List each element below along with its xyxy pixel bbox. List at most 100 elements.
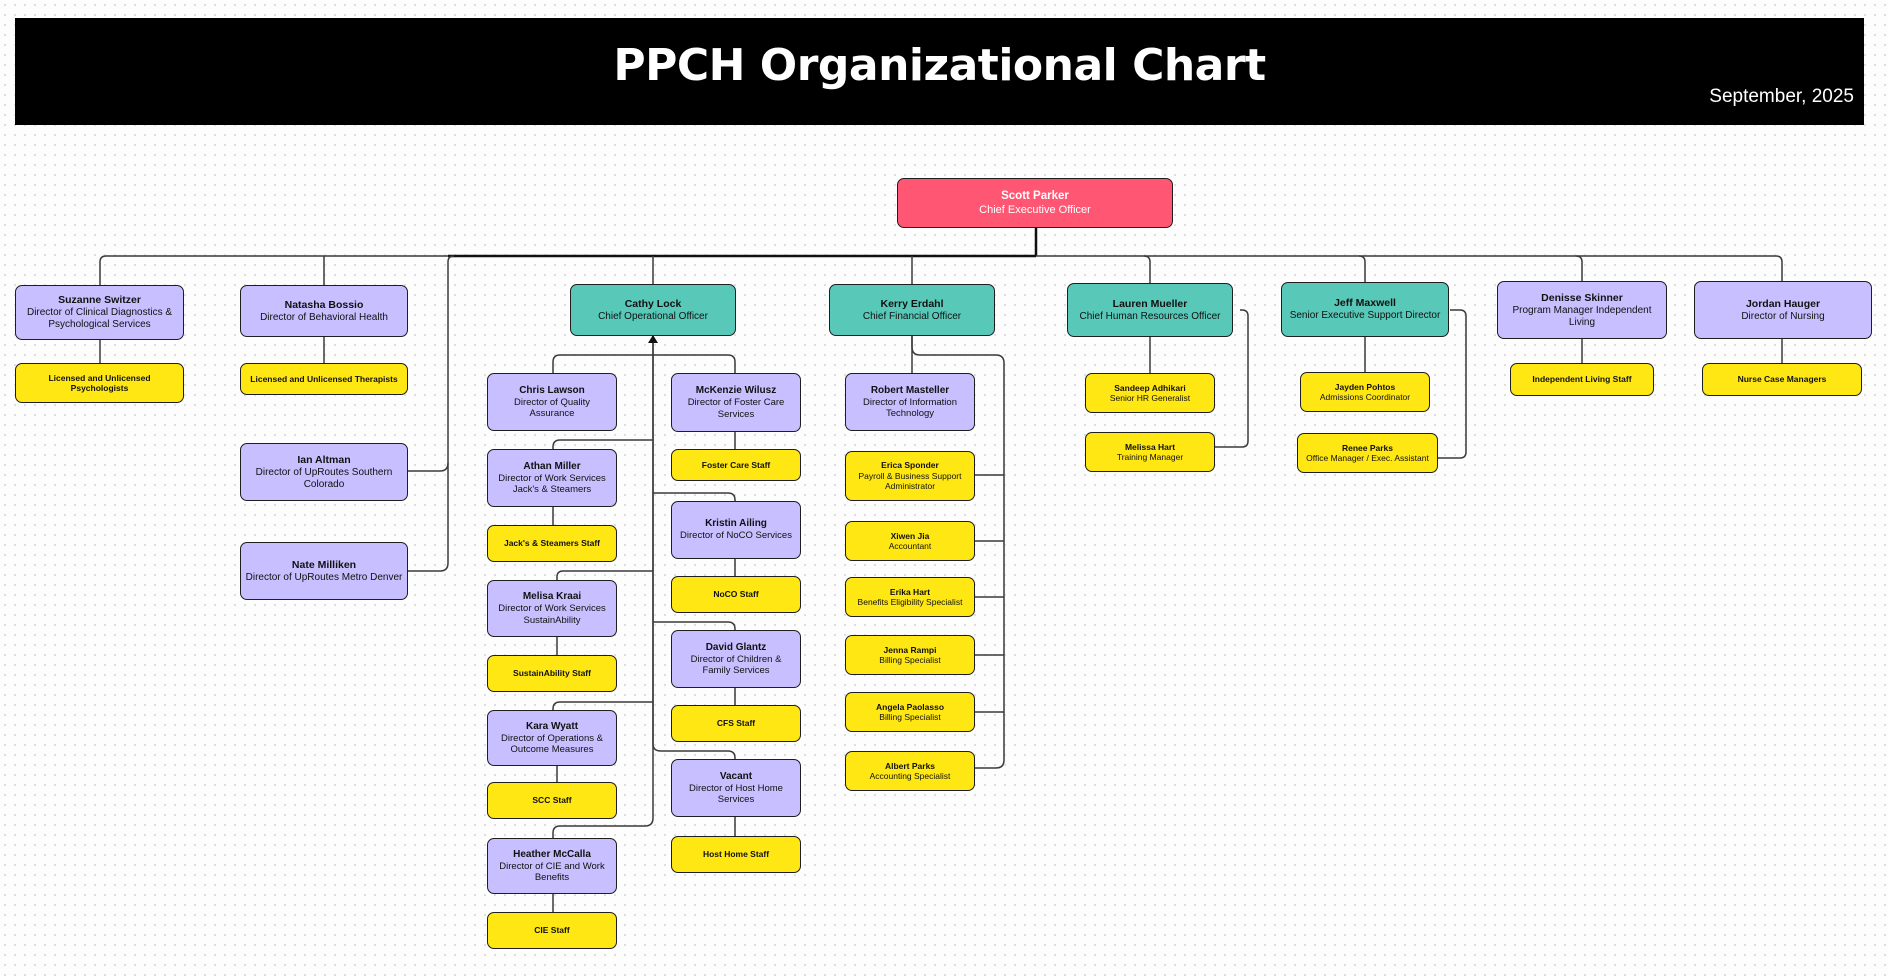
node-name: Erica Sponder	[881, 460, 939, 471]
node-title: Director of Quality Assurance	[513, 396, 591, 420]
node-title: Director of Behavioral Health	[260, 311, 388, 323]
connector-ailing	[653, 492, 736, 501]
node-switzer[interactable]: Suzanne Switzer Director of Clinical Dia…	[15, 285, 184, 340]
node-glantz[interactable]: David Glantz Director of Children & Fami…	[671, 630, 801, 688]
node-name: Robert Masteller	[870, 384, 950, 396]
node-paolasso[interactable]: Angela Paolasso Billing Specialist	[845, 692, 975, 732]
node-name: Melissa Hart	[1124, 441, 1176, 452]
node-wyatt[interactable]: Kara Wyatt Director of Operations & Outc…	[487, 710, 617, 766]
node-title: Director of Clinical Diagnostics & Psych…	[26, 307, 173, 330]
node-name: Erika Hart	[889, 586, 931, 597]
node-title: Office Manager / Exec. Assistant	[1306, 453, 1429, 463]
node-title: Director of UpRoutes Metro Denver	[245, 571, 403, 583]
node-ceo[interactable]: Scott Parker Chief Executive Officer	[897, 178, 1173, 228]
node-hart-e[interactable]: Erika Hart Benefits Eligibility Speciali…	[845, 577, 975, 617]
node-skinner[interactable]: Denisse Skinner Program Manager Independ…	[1497, 281, 1667, 339]
node-title: Payroll & Business Support Administrator	[858, 470, 962, 492]
node-bossio[interactable]: Natasha Bossio Director of Behavioral He…	[240, 285, 408, 337]
node-parks-a[interactable]: Albert Parks Accounting Specialist	[845, 751, 975, 791]
node-bossio-staff[interactable]: Licensed and Unlicensed Therapists	[240, 363, 408, 395]
connector-milliken	[408, 463, 449, 572]
chart-title: PPCH Organizational Chart	[613, 40, 1266, 91]
node-name: Independent Living Staff	[1532, 374, 1632, 385]
node-name: Xiwen Jia	[890, 530, 930, 541]
node-miller[interactable]: Athan Miller Director of Work Services J…	[487, 449, 617, 507]
connector-skinner	[1575, 255, 1583, 281]
node-name: Chris Lawson	[519, 384, 585, 396]
node-name: Suzanne Switzer	[58, 294, 141, 306]
node-name: Jack's & Steamers Staff	[503, 538, 601, 549]
node-title: Admissions Coordinator	[1319, 392, 1411, 402]
node-title: Director of CIE and Work Benefits	[499, 860, 605, 884]
node-name: Kara Wyatt	[525, 720, 579, 732]
node-title: Director of Children & Family Services	[690, 653, 782, 677]
node-name: Denisse Skinner	[1541, 291, 1623, 304]
node-adhikari[interactable]: Sandeep Adhikari Senior HR Generalist	[1085, 373, 1215, 413]
node-title: Chief Human Resources Officer	[1079, 310, 1221, 322]
node-wyatt-staff[interactable]: SCC Staff	[487, 782, 617, 819]
node-hauger-staff[interactable]: Nurse Case Managers	[1702, 363, 1862, 396]
node-title: Chief Operational Officer	[598, 310, 708, 322]
node-title: Accountant	[888, 541, 932, 551]
node-mccalla[interactable]: Heather McCalla Director of CIE and Work…	[487, 838, 617, 894]
node-wilusz-staff[interactable]: Foster Care Staff	[671, 449, 801, 481]
connector-glantz	[653, 621, 736, 630]
node-title: Billing Specialist	[879, 655, 941, 665]
connector-wilusz	[653, 354, 736, 373]
node-milliken[interactable]: Nate Milliken Director of UpRoutes Metro…	[240, 542, 408, 600]
node-title: Chief Executive Officer	[979, 204, 1091, 216]
node-kraai[interactable]: Melisa Kraai Director of Work Services S…	[487, 580, 617, 637]
node-name: Angela Paolasso	[875, 701, 945, 712]
node-ailing-staff[interactable]: NoCO Staff	[671, 576, 801, 613]
node-hauger[interactable]: Jordan Hauger Director of Nursing	[1694, 281, 1872, 339]
node-lock[interactable]: Cathy Lock Chief Operational Officer	[570, 284, 736, 336]
node-name: Lauren Mueller	[1112, 297, 1188, 310]
node-name: Renee Parks	[1341, 442, 1394, 453]
node-title: Director of Information Technology	[863, 396, 957, 420]
node-erdahl[interactable]: Kerry Erdahl Chief Financial Officer	[829, 284, 995, 336]
node-rampi[interactable]: Jenna Rampi Billing Specialist	[845, 635, 975, 675]
node-title: Director of Work Services Jack's & Steam…	[498, 472, 606, 496]
node-name: Nurse Case Managers	[1737, 374, 1827, 385]
node-name: Foster Care Staff	[701, 459, 771, 470]
node-title: Senior HR Generalist	[1109, 393, 1191, 403]
node-name: Natasha Bossio	[284, 298, 364, 311]
node-mueller[interactable]: Lauren Mueller Chief Human Resources Off…	[1067, 283, 1233, 337]
node-masteller[interactable]: Robert Masteller Director of Information…	[845, 373, 975, 431]
node-name: Vacant	[719, 770, 753, 782]
node-vacant-staff[interactable]: Host Home Staff	[671, 836, 801, 873]
node-vacant[interactable]: Vacant Director of Host Home Services	[671, 759, 801, 817]
node-name: Albert Parks	[884, 760, 936, 771]
connector-hauger	[1775, 255, 1783, 281]
node-wilusz[interactable]: McKenzie Wilusz Director of Foster Care …	[671, 373, 801, 432]
node-jia[interactable]: Xiwen Jia Accountant	[845, 521, 975, 561]
node-name: Host Home Staff	[702, 849, 770, 860]
node-kraai-staff[interactable]: SustainAbility Staff	[487, 655, 617, 692]
node-parks-r[interactable]: Renee Parks Office Manager / Exec. Assis…	[1297, 433, 1438, 473]
node-name: Kristin Ailing	[705, 518, 767, 530]
node-title: Program Manager Independent Living	[1512, 304, 1652, 328]
node-hart-m[interactable]: Melissa Hart Training Manager	[1085, 432, 1215, 472]
node-lawson[interactable]: Chris Lawson Director of Quality Assuran…	[487, 373, 617, 431]
node-mccalla-staff[interactable]: CIE Staff	[487, 912, 617, 949]
node-pohtos[interactable]: Jayden Pohtos Admissions Coordinator	[1300, 372, 1430, 412]
node-name: Jayden Pohtos	[1334, 381, 1396, 392]
node-glantz-staff[interactable]: CFS Staff	[671, 705, 801, 742]
node-ailing[interactable]: Kristin Ailing Director of NoCO Services	[671, 501, 801, 559]
node-miller-staff[interactable]: Jack's & Steamers Staff	[487, 525, 617, 562]
connector-maxwell	[1358, 255, 1366, 282]
node-name: Sandeep Adhikari	[1114, 382, 1186, 393]
node-switzer-staff[interactable]: Licensed and Unlicensed Psychologists	[15, 363, 184, 403]
node-name: SustainAbility Staff	[513, 668, 591, 679]
node-title: Director of Host Home Services	[689, 782, 783, 806]
node-name: Jeff Maxwell	[1334, 297, 1396, 309]
node-skinner-staff[interactable]: Independent Living Staff	[1510, 363, 1654, 396]
chart-date: September, 2025	[1709, 86, 1854, 107]
node-name: Kerry Erdahl	[880, 297, 944, 310]
node-title: Director of Nursing	[1741, 310, 1825, 322]
node-altman[interactable]: Ian Altman Director of UpRoutes Southern…	[240, 443, 408, 501]
node-title: Chief Financial Officer	[862, 310, 962, 322]
node-sponder[interactable]: Erica Sponder Payroll & Business Support…	[845, 451, 975, 501]
connector-wyatt	[552, 701, 653, 710]
node-maxwell[interactable]: Jeff Maxwell Senior Executive Support Di…	[1281, 282, 1449, 337]
